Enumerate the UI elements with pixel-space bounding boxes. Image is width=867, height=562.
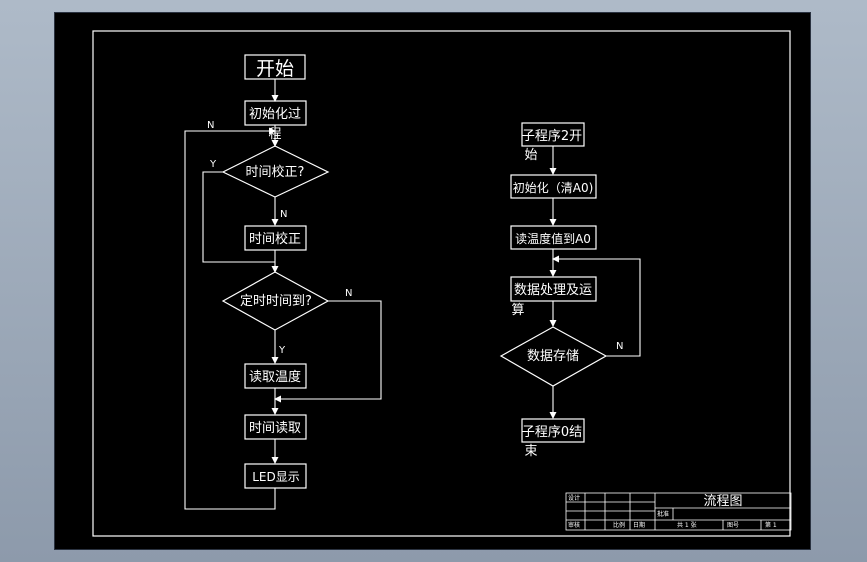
sub-end-label: 子程序0结: [522, 425, 582, 440]
sub-init-label: 初始化（清A0): [513, 181, 594, 195]
left-flowchart: 开始 初始化过 程 时间校正? N 时间校正 Y 定时时间到? Y 读取温度 N…: [184, 54, 382, 510]
flowchart-drawing: 开始 初始化过 程 时间校正? N 时间校正 Y 定时时间到? Y 读取温度 N…: [92, 30, 792, 537]
label-y-timer: Y: [278, 345, 286, 356]
sub-start-label: 子程序2开: [522, 129, 582, 144]
process-label: 数据处理及运: [514, 283, 592, 298]
time-correct-label: 时间校正: [249, 231, 301, 247]
label-n-check: N: [280, 209, 287, 220]
drawing-canvas: 开始 初始化过 程 时间校正? N 时间校正 Y 定时时间到? Y 读取温度 N…: [54, 12, 811, 550]
title-cell-design: 设计: [568, 494, 580, 502]
n-timer-loop-line: [274, 300, 382, 403]
read-value-label: 读温度值到A0: [515, 231, 591, 246]
title-cell-approve: 批准: [657, 510, 669, 518]
y-bypass-line: [202, 171, 275, 263]
led-display-label: LED显示: [252, 470, 300, 484]
store-loop-line: [552, 255, 641, 357]
title-block-frame: [565, 492, 792, 531]
sub-start-label-wrap: 始: [524, 148, 537, 163]
sub-end-box[interactable]: [521, 418, 585, 443]
title-cell-date: 日期: [633, 521, 645, 529]
title-block-title: 流程图: [703, 494, 742, 509]
title-cell-page: 第 1: [765, 521, 777, 529]
title-cell-sheets: 共 1 张: [677, 521, 697, 529]
read-time-label: 时间读取: [249, 421, 301, 436]
process-label-wrap: 算: [511, 303, 524, 318]
start-label: 开始: [256, 58, 294, 80]
main-loop-line: [184, 127, 276, 510]
label-n-store: N: [616, 341, 623, 352]
label-y-check: Y: [209, 159, 217, 170]
init-label: 初始化过: [249, 107, 301, 122]
title-cell-review: 审核: [568, 521, 580, 529]
store-decision-label: 数据存储: [527, 349, 579, 364]
title-cell-scale: 比例: [613, 521, 625, 529]
sub-end-label-wrap: 束: [524, 444, 537, 459]
timer-decision-label: 定时时间到?: [240, 294, 312, 309]
title-block: 流程图 设计 批准 审核 比例 日期 共 1 张 图号 第 1: [565, 492, 792, 531]
time-check-label: 时间校正?: [246, 164, 305, 180]
label-n-top: N: [207, 120, 214, 131]
right-flowchart: 子程序2开 始 初始化（清A0) 读温度值到A0 数据处理及运 算 数据存储 N…: [499, 122, 641, 459]
label-n-timer: N: [345, 288, 352, 299]
read-temp-label: 读取温度: [249, 369, 301, 385]
drawing-frame: [92, 30, 791, 537]
title-cell-drawing-no: 图号: [727, 522, 739, 529]
